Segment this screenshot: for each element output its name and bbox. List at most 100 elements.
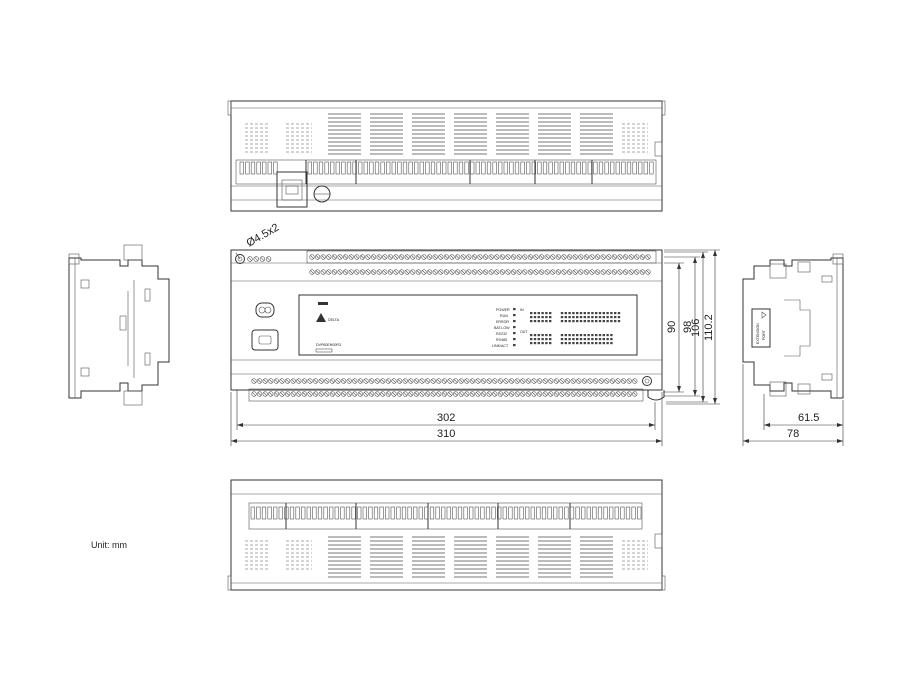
screw-slot [534,255,538,259]
terminal-screw [538,269,545,275]
terminal-tooth [408,161,413,175]
unit-label: Unit: mm [91,540,127,550]
terminal-screw [329,391,336,397]
screw-slot [321,270,325,274]
terminal-screw [273,378,280,384]
screw-slot [377,255,381,259]
io-led [533,342,537,345]
io-led [537,320,540,323]
terminal-tooth [513,506,519,520]
terminal-tooth [614,506,619,520]
screw-slot [595,270,600,274]
screw-slot [302,392,307,396]
screw-slot [582,392,587,396]
terminal-screw [542,391,548,397]
terminal-tooth [470,161,475,175]
terminal-screw [449,269,455,275]
port-text: PORT [762,329,766,340]
terminal-screw [326,269,332,275]
terminal-screw [447,378,453,384]
io-led [595,312,598,315]
terminal-tooth [447,161,452,175]
io-led [530,316,533,319]
terminal-screw [402,378,408,384]
io-led [560,316,564,319]
screw-slot [489,270,493,274]
terminal-screw [583,254,590,260]
screw-slot [353,392,357,396]
ethernet-port [276,171,308,208]
screw-slot [577,392,581,396]
terminal-tooth [358,161,363,175]
io-led [572,312,575,315]
terminal-screw [315,254,321,260]
screw-slot [254,257,259,261]
terminal-screw [391,391,397,397]
screw-slot [444,270,449,274]
terminal-tooth [323,506,328,520]
terminal-screw [471,269,478,275]
terminal-screw [387,254,394,260]
io-led [614,320,617,323]
terminal-screw [432,254,438,260]
terminal-screw [494,269,500,275]
top-view [227,100,666,212]
terminal-screw [503,378,509,384]
screw-slot [607,255,611,259]
terminal-tooth [373,506,379,520]
terminal-screw [369,391,375,397]
terminal-tooth [334,506,339,520]
terminal-screw [413,391,420,397]
screw-slot [567,255,572,259]
screw-slot [332,255,337,259]
terminal-screw [483,254,489,260]
terminal-screw [318,391,324,397]
screw-slot [360,255,365,259]
screw-slot [539,270,544,274]
terminal-tooth [503,161,508,175]
terminal-screw [550,269,556,275]
terminal-tooth [586,506,591,520]
terminal-screw [533,254,539,260]
terminal-screw [296,378,302,384]
screw-slot [562,270,566,274]
terminal-screw [469,391,476,397]
io-led [583,320,586,323]
terminal-tooth [391,161,396,175]
terminal-screw [466,269,472,275]
terminal-screw [331,254,338,260]
screw-slot [601,270,605,274]
screw-slot [571,392,575,396]
terminal-tooth [335,161,340,175]
screw-slot [439,270,443,274]
io-led [564,320,567,323]
terminal-screw [352,378,358,384]
io-led [530,320,533,323]
terminal-tooth [330,161,335,175]
terminal-tooth [621,161,626,175]
io-led [587,342,590,345]
terminal-screw [615,391,621,397]
screw-slot [392,392,396,396]
io-led [560,320,564,323]
terminal-tooth [632,161,637,175]
io-led [610,338,613,341]
terminal-screw [626,391,632,397]
screw-slot [459,379,463,383]
terminal-tooth [341,161,346,175]
terminal-tooth [306,506,311,520]
terminal-screw [348,254,354,260]
terminal-tooth [418,506,423,520]
io-led [606,338,609,341]
io-led [583,342,586,345]
io-led [610,320,613,323]
screw-slot [537,392,542,396]
screw-slot [341,392,346,396]
terminal-screw [620,391,627,397]
terminal-screw [285,391,291,397]
screw-slot [612,255,617,259]
terminal-tooth [576,161,581,175]
io-led [598,342,602,345]
terminal-screw [268,391,274,397]
terminal-tooth [273,506,278,520]
